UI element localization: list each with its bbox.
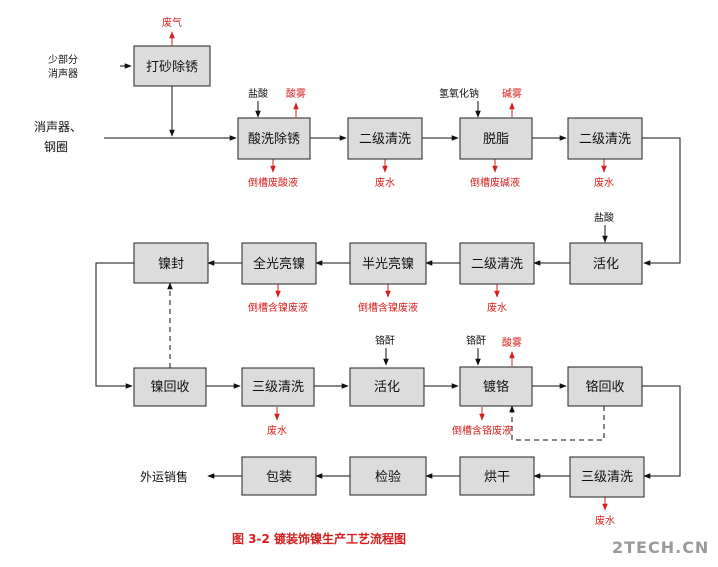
step-full-bright-nickel-label: 全光亮镍 bbox=[253, 256, 305, 272]
step-rinse2-b-label: 二级清洗 bbox=[579, 132, 631, 147]
sales-label: 外运销售 bbox=[140, 469, 188, 484]
step-sandblast: 打砂除锈 bbox=[133, 45, 211, 87]
output-acid-mist-2: 酸雾 bbox=[502, 336, 522, 349]
step-dry: 烘干 bbox=[459, 456, 535, 496]
step-rinse2-c: 二级清洗 bbox=[459, 242, 535, 285]
step-chrome-plating-label: 镀铬 bbox=[483, 379, 509, 395]
step-activate-1-label: 活化 bbox=[593, 257, 619, 272]
step-inspect-label: 检验 bbox=[375, 469, 401, 485]
step-degrease: 脱脂 bbox=[459, 117, 533, 160]
output-waste-alkali: 倒槽废碱液 bbox=[470, 176, 520, 189]
step-pickling-label: 酸洗除锈 bbox=[248, 132, 300, 147]
step-degrease-label: 脱脂 bbox=[483, 132, 509, 147]
watermark: 2TECH.CN bbox=[612, 538, 709, 557]
arrow-cr-recovery-to-rinse3 bbox=[642, 385, 681, 479]
output-wastewater-3b: 废水 bbox=[595, 514, 615, 527]
arrow-rinse-to-activate bbox=[642, 137, 681, 266]
step-chrome-plating: 镀铬 bbox=[459, 366, 533, 407]
step-semi-bright-nickel: 半光亮镍 bbox=[349, 242, 427, 285]
dashed-cr-recovery-to-plating bbox=[509, 405, 605, 441]
parts-label-1: 消声器、 bbox=[34, 120, 82, 134]
output-wastewater-b: 废水 bbox=[594, 176, 614, 189]
input-hcl-2: 盐酸 bbox=[594, 211, 614, 224]
input-cro3-1: 铬酐 bbox=[375, 334, 395, 347]
output-dust: 废气 bbox=[162, 16, 182, 29]
step-nickel-recovery: 镍回收 bbox=[133, 367, 207, 407]
input-cro3-2: 铬酐 bbox=[466, 334, 486, 347]
parts-label-2: 钢圈 bbox=[44, 140, 68, 154]
step-full-bright-nickel: 全光亮镍 bbox=[241, 242, 317, 285]
step-rinse3-a: 三级清洗 bbox=[241, 367, 315, 407]
step-package: 包装 bbox=[241, 456, 317, 496]
output-wastewater-3a: 废水 bbox=[267, 424, 287, 437]
output-alkali-mist: 碱雾 bbox=[502, 88, 522, 100]
step-inspect: 检验 bbox=[349, 456, 427, 496]
step-rinse2-a: 二级清洗 bbox=[347, 117, 423, 160]
input-naoh: 氢氧化钠 bbox=[439, 87, 479, 100]
step-rinse3-b-label: 三级清洗 bbox=[581, 470, 633, 485]
few-parts-label-2: 消声器 bbox=[48, 67, 78, 80]
step-sandblast-label: 打砂除锈 bbox=[146, 60, 198, 75]
output-waste-nickel-1: 倒槽含镍废液 bbox=[358, 301, 418, 314]
step-package-label: 包装 bbox=[266, 470, 292, 485]
figure-caption: 图 3-2 镀装饰镍生产工艺流程图 bbox=[232, 531, 406, 546]
step-nickel-recovery-label: 镍回收 bbox=[150, 380, 189, 395]
output-waste-chrome: 倒槽含铬废液 bbox=[452, 424, 512, 437]
step-activate-2: 活化 bbox=[349, 367, 425, 407]
output-wastewater-a: 废水 bbox=[375, 176, 395, 189]
step-nickel-seal-label: 镍封 bbox=[158, 257, 184, 272]
few-parts-label-1: 少部分 bbox=[48, 53, 78, 66]
arrow-seal-to-recovery bbox=[95, 262, 134, 389]
step-chrome-recovery: 铬回收 bbox=[567, 366, 643, 407]
output-waste-nickel-2: 倒槽含镍废液 bbox=[248, 301, 308, 314]
input-hcl-1: 盐酸 bbox=[248, 87, 268, 100]
step-rinse2-a-label: 二级清洗 bbox=[359, 132, 411, 147]
step-nickel-seal: 镍封 bbox=[133, 242, 209, 284]
output-acid-mist-1: 酸雾 bbox=[286, 87, 306, 100]
output-wastewater-c: 废水 bbox=[487, 301, 507, 314]
step-rinse3-a-label: 三级清洗 bbox=[252, 380, 304, 395]
step-dry-label: 烘干 bbox=[484, 470, 510, 485]
output-waste-acid: 倒槽废酸液 bbox=[248, 176, 298, 189]
step-pickling: 酸洗除锈 bbox=[237, 117, 311, 160]
step-rinse2-b: 二级清洗 bbox=[567, 117, 643, 160]
step-semi-bright-nickel-label: 半光亮镍 bbox=[362, 256, 414, 272]
step-activate-2-label: 活化 bbox=[374, 380, 400, 395]
step-activate-1: 活化 bbox=[569, 242, 643, 285]
step-chrome-recovery-label: 铬回收 bbox=[585, 379, 624, 395]
step-rinse2-c-label: 二级清洗 bbox=[471, 257, 523, 272]
step-rinse3-b: 三级清洗 bbox=[569, 456, 645, 498]
